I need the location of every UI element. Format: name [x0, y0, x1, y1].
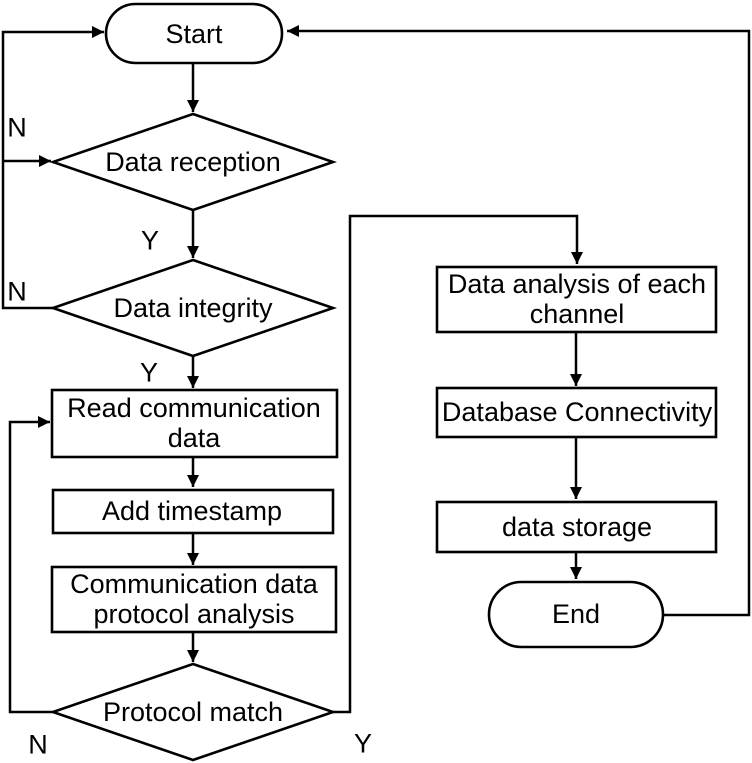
read-communication-data-shape: [50, 388, 339, 459]
edge-protocol-match-no-loop: [8, 416, 53, 714]
data-analysis-shape: [435, 265, 718, 334]
node-protocol-match: Protocol match: [102, 697, 284, 727]
edge-data-integrity-no-loop: [1, 26, 104, 310]
edge-end-to-start-loop: [287, 25, 751, 617]
node-read-communication-data: Read communication data: [67, 393, 321, 453]
node-end: End: [551, 599, 601, 629]
node-protocol-analysis: Communication data protocol analysis: [70, 569, 318, 629]
database-connectivity-shape: [435, 386, 718, 439]
edge-protocol-match-yes: [333, 214, 583, 714]
data-reception-decision-shape: [48, 112, 338, 212]
node-data-analysis: Data analysis of each channel: [447, 269, 707, 329]
label-match-yes: Y: [353, 728, 373, 759]
data-integrity-decision-shape: [48, 258, 338, 358]
node-data-storage: data storage: [501, 512, 653, 542]
protocol-analysis-shape: [50, 565, 338, 634]
node-start: Start: [165, 19, 223, 49]
node-add-timestamp: Add timestamp: [101, 496, 283, 526]
protocol-match-decision-shape: [48, 662, 338, 762]
node-database-connectivity: Database Connectivity: [441, 397, 713, 427]
data-storage-shape: [435, 500, 718, 554]
start-terminator-shape: [104, 2, 284, 65]
label-reception-yes: Y: [140, 225, 160, 256]
label-integrity-yes: Y: [139, 357, 159, 388]
label-integrity-no: N: [7, 276, 27, 307]
label-match-no: N: [28, 729, 48, 760]
label-reception-no: N: [7, 112, 27, 143]
node-data-integrity: Data integrity: [113, 293, 273, 323]
add-timestamp-shape: [51, 488, 335, 535]
end-terminator-shape: [487, 580, 665, 649]
node-data-reception: Data reception: [105, 147, 281, 177]
